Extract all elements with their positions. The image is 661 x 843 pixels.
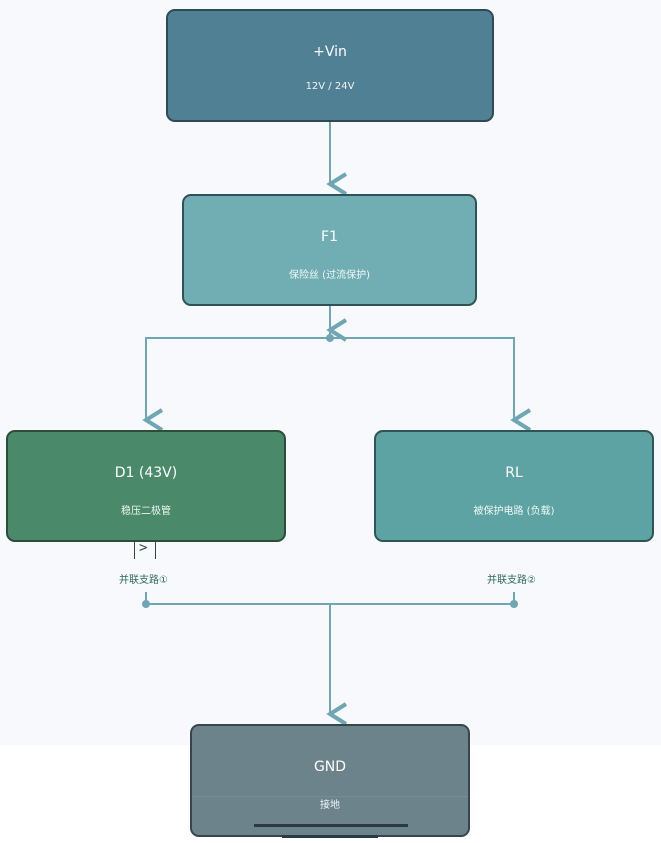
ground-node: GND 接地 (190, 724, 470, 837)
zener-diode-node: D1 (43V) 稳压二极管 (6, 430, 286, 542)
left-bus-dot (142, 600, 150, 608)
vin-title: +Vin (313, 44, 347, 60)
zener-diode-subtitle: 稳压二极管 (121, 506, 171, 517)
branch-label-2: 并联支路② (487, 575, 536, 586)
vin-node: +Vin 12V / 24V (166, 9, 494, 122)
diode-symbol-glyph: > (139, 540, 148, 556)
branch-label-1: 并联支路① (119, 575, 168, 586)
fuse-subtitle: 保险丝 (过流保护) (289, 270, 370, 281)
fuse-node: F1 保险丝 (过流保护) (182, 194, 477, 306)
wire-to-rl (330, 337, 532, 432)
zener-diode-title: D1 (43V) (114, 465, 178, 481)
ground-subtitle: 接地 (320, 800, 340, 811)
vin-subtitle: 12V / 24V (305, 81, 355, 92)
ground-bar-icon (254, 824, 408, 827)
load-subtitle: 被保护电路 (负载) (473, 506, 555, 517)
fuse-title: F1 (321, 229, 338, 245)
ground-title: GND (313, 759, 347, 775)
ground-bar-lower-icon (282, 835, 378, 838)
diode-symbol-icon: > (134, 540, 158, 561)
wire-to-d1 (142, 337, 330, 432)
load-title: RL (505, 465, 523, 481)
right-bus-dot (510, 600, 518, 608)
load-node: RL 被保护电路 (负载) (374, 430, 654, 542)
